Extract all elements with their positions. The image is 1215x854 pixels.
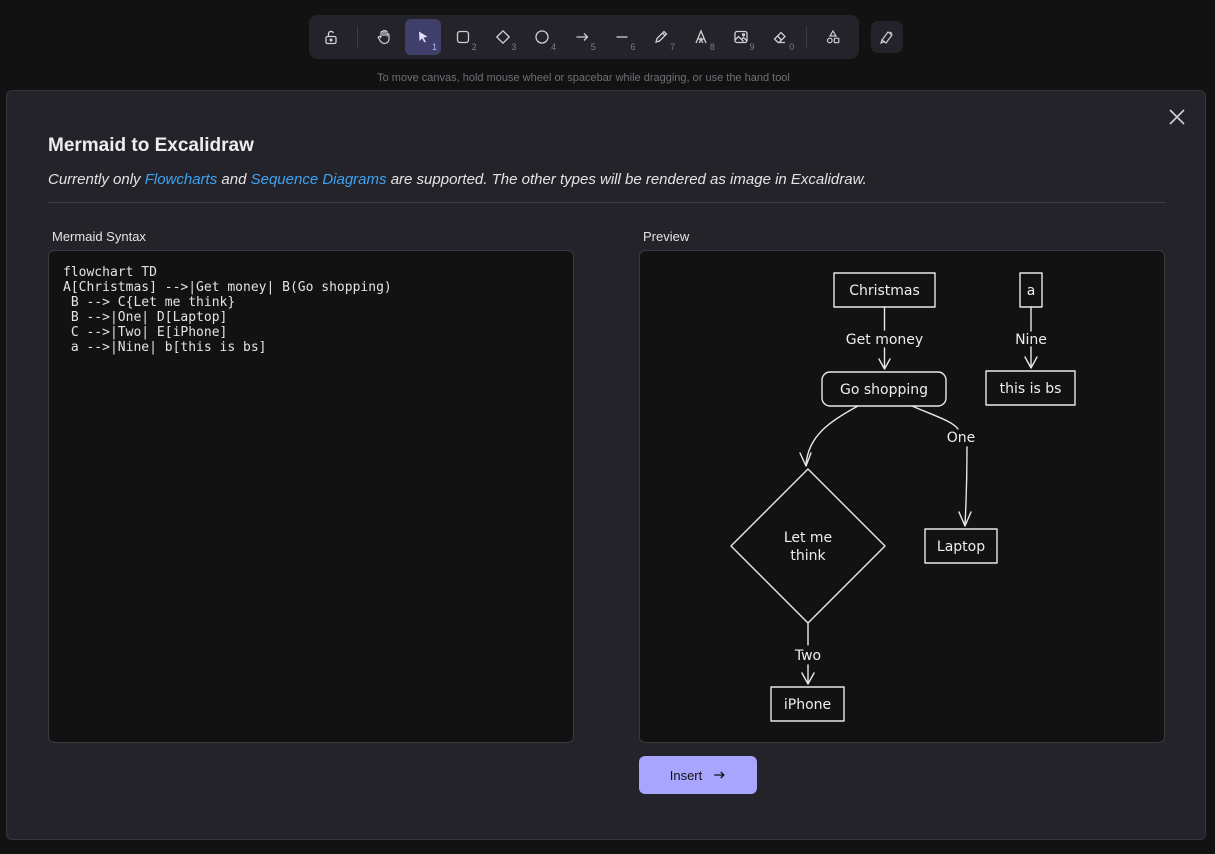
shortcut-key: 9 xyxy=(749,42,755,52)
close-icon xyxy=(1169,109,1185,125)
node-label: think xyxy=(790,548,826,564)
sequence-diagrams-link[interactable]: Sequence Diagrams xyxy=(250,171,387,188)
node-this-is-bs xyxy=(985,370,1076,406)
line-icon xyxy=(616,36,628,38)
text-icon xyxy=(695,29,707,44)
hand-tool-button[interactable] xyxy=(366,19,402,55)
main-toolbar: 1 2 3 4 5 6 7 8 9 0 xyxy=(309,15,859,59)
shortcut-key: 4 xyxy=(551,42,557,52)
diamond-tool-button[interactable]: 3 xyxy=(485,19,521,55)
node-label: Let me xyxy=(784,530,832,546)
eraser-tool-button[interactable]: 0 xyxy=(763,19,799,55)
flowchart-preview: Christmas Go shopping Let me think Lapto… xyxy=(730,272,1076,722)
flowcharts-link[interactable]: Flowcharts xyxy=(144,171,218,188)
shortcut-key: 1 xyxy=(432,42,438,52)
node-label: iPhone xyxy=(784,697,831,713)
edge-label: One xyxy=(947,430,976,446)
mermaid-syntax-editor[interactable] xyxy=(48,250,574,743)
rectangle-icon xyxy=(456,30,470,44)
rectangle-tool-button[interactable]: 2 xyxy=(445,19,481,55)
node-go-shopping xyxy=(821,371,947,407)
node-label: a xyxy=(1027,283,1036,299)
edge-a-bs xyxy=(1024,306,1038,369)
image-icon xyxy=(734,30,748,44)
shortcut-key: 0 xyxy=(789,42,795,52)
hand-icon xyxy=(377,29,390,45)
library-icon xyxy=(879,31,893,45)
edge-label: Get money xyxy=(846,332,923,348)
shortcut-key: 8 xyxy=(709,42,715,52)
toolbar-separator xyxy=(356,26,358,48)
more-tools-button[interactable] xyxy=(815,19,851,55)
library-button[interactable] xyxy=(871,21,903,53)
text-tool-button[interactable]: 8 xyxy=(683,19,719,55)
line-tool-button[interactable]: 6 xyxy=(604,19,640,55)
desc-text: are supported. The other types will be r… xyxy=(386,171,867,188)
edge-shopping-think xyxy=(799,405,859,467)
syntax-label: Mermaid Syntax xyxy=(52,229,146,244)
draw-tool-button[interactable]: 7 xyxy=(643,19,679,55)
node-label: Laptop xyxy=(937,539,985,555)
diamond-icon xyxy=(495,30,510,44)
arrow-tool-button[interactable]: 5 xyxy=(564,19,600,55)
shortcut-key: 6 xyxy=(630,42,636,52)
shapes-icon xyxy=(826,29,840,44)
insert-label: Insert xyxy=(669,767,703,783)
shortcut-key: 3 xyxy=(511,42,517,52)
image-tool-button[interactable]: 9 xyxy=(723,19,759,55)
eraser-icon xyxy=(773,31,787,44)
mermaid-dialog: Mermaid to Excalidraw Currently only Flo… xyxy=(6,90,1206,840)
shortcut-key: 7 xyxy=(670,42,676,52)
edge-label: Two xyxy=(794,648,821,664)
preview-label: Preview xyxy=(643,229,690,244)
selection-tool-button[interactable]: 1 xyxy=(405,19,442,55)
ellipse-icon xyxy=(535,30,549,44)
canvas-hint: To move canvas, hold mouse wheel or spac… xyxy=(377,72,790,84)
arrow-right-icon xyxy=(576,33,589,41)
insert-button[interactable]: Insert xyxy=(639,756,757,794)
toolbar-separator xyxy=(806,26,808,48)
dialog-title: Mermaid to Excalidraw xyxy=(48,135,254,156)
node-laptop xyxy=(924,528,998,564)
desc-text: Currently only xyxy=(48,171,145,188)
ellipse-tool-button[interactable]: 4 xyxy=(524,19,560,55)
arrow-right-icon xyxy=(714,771,725,779)
node-label: Go shopping xyxy=(840,382,928,398)
pencil-icon xyxy=(655,30,668,43)
edge-think-iphone xyxy=(801,622,815,685)
edge-christmas-shopping xyxy=(878,306,891,370)
node-iphone xyxy=(770,686,845,722)
divider xyxy=(48,202,1166,203)
close-dialog-button[interactable] xyxy=(1165,105,1189,129)
pointer-icon xyxy=(419,31,428,43)
shortcut-key: 2 xyxy=(471,42,477,52)
node-label: Christmas xyxy=(849,283,920,299)
lock-tool-button[interactable] xyxy=(313,19,349,55)
desc-text: and xyxy=(217,171,251,188)
node-label: this is bs xyxy=(1000,381,1062,397)
dialog-description: Currently only Flowcharts and Sequence D… xyxy=(48,171,867,188)
node-let-me-think xyxy=(730,468,886,624)
edge-shopping-laptop xyxy=(911,405,972,527)
preview-canvas: Christmas Go shopping Let me think Lapto… xyxy=(639,250,1165,743)
edge-label: Nine xyxy=(1015,332,1047,348)
shortcut-key: 5 xyxy=(590,42,596,52)
unlock-icon xyxy=(325,30,337,45)
